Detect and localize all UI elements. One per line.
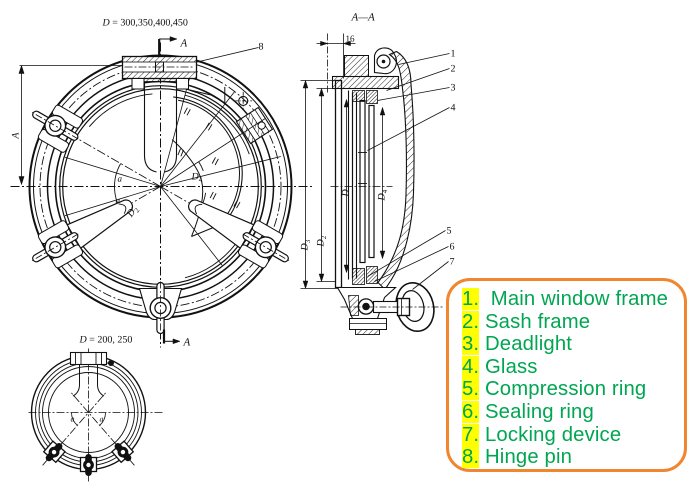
svg-text:a: a bbox=[100, 415, 104, 424]
svg-text:D4: D4 bbox=[377, 189, 390, 201]
svg-text:3: 3 bbox=[451, 83, 456, 94]
svg-text:a: a bbox=[71, 415, 75, 424]
svg-text:A: A bbox=[11, 132, 22, 140]
svg-text:D = 200, 250: D = 200, 250 bbox=[79, 335, 133, 346]
svg-text:D = 300,350,400,450: D = 300,350,400,450 bbox=[102, 18, 188, 29]
svg-text:7: 7 bbox=[450, 257, 455, 268]
svg-text:A—A: A—A bbox=[351, 12, 376, 24]
svg-text:4: 4 bbox=[451, 103, 456, 114]
svg-text:8: 8 bbox=[259, 42, 264, 53]
svg-text:2: 2 bbox=[451, 64, 456, 75]
svg-text:D2: D2 bbox=[316, 235, 329, 247]
svg-text:1: 1 bbox=[451, 49, 456, 60]
svg-text:a: a bbox=[118, 174, 123, 184]
svg-text:5: 5 bbox=[447, 226, 452, 237]
svg-text:16: 16 bbox=[346, 34, 356, 44]
svg-text:6: 6 bbox=[450, 242, 455, 253]
svg-text:A: A bbox=[180, 38, 188, 50]
svg-text:D: D bbox=[341, 189, 352, 198]
svg-text:a: a bbox=[116, 196, 121, 206]
svg-text:D3: D3 bbox=[300, 239, 313, 251]
svg-text:A: A bbox=[183, 337, 191, 349]
